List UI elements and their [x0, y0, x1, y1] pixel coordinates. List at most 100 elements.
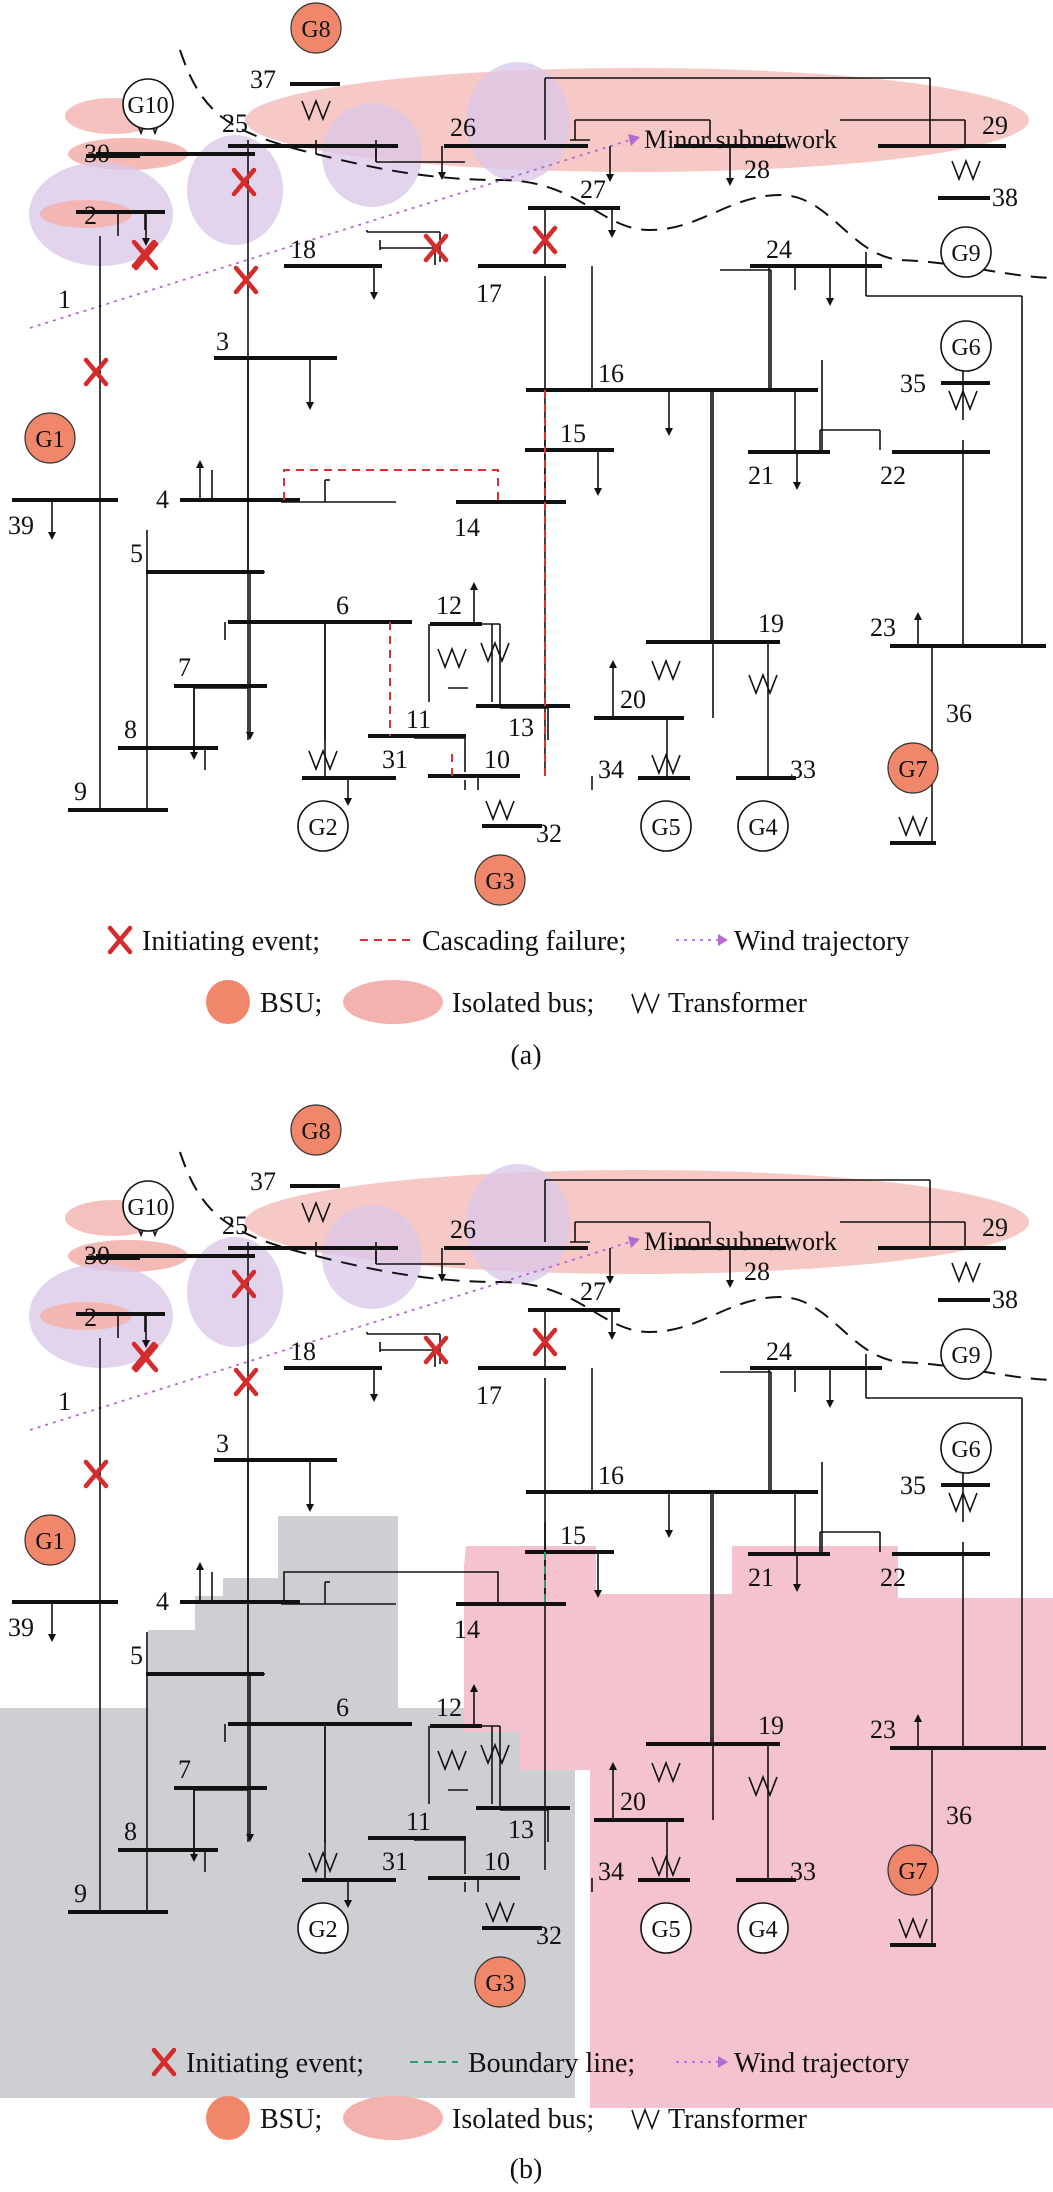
minor-subnetwork-label: Minor subnetwork [644, 125, 837, 154]
generator-circle [297, 800, 349, 852]
load-arrow-icon [196, 460, 204, 500]
generator-g4: G4 [737, 1902, 789, 1954]
arrow-head-icon [606, 174, 614, 182]
load-arrow-icon [344, 778, 352, 806]
legend-initiating-label: Initiating event; [142, 926, 320, 957]
bus-label-1: 1 [58, 285, 71, 314]
generator-label: G5 [651, 815, 680, 841]
generator-label: G2 [308, 815, 337, 841]
transformer-icon [748, 672, 778, 696]
bus-label-33: 33 [790, 755, 816, 784]
bus-label-32: 32 [536, 1921, 562, 1950]
transformer-icon [651, 1854, 681, 1878]
bus-label-17: 17 [476, 1381, 502, 1410]
load-arrow-icon [246, 572, 254, 740]
generator-circle [122, 1180, 174, 1232]
generator-label: G5 [651, 1917, 680, 1943]
arrow-head-icon [914, 1714, 922, 1722]
wind-trajectory [29, 1236, 640, 1431]
generator-circle [940, 1422, 992, 1474]
legend-bsu-label: BSU; [260, 2104, 322, 2135]
load-arrow-icon [609, 660, 617, 718]
generator-label: G9 [951, 241, 980, 267]
bus-label-12: 12 [436, 591, 462, 620]
wind-affected-zone [322, 1205, 422, 1309]
bus-label-37: 37 [250, 65, 276, 94]
bus-label-13: 13 [508, 1815, 534, 1844]
bus-label-15: 15 [560, 1521, 586, 1550]
generator-g2: G2 [297, 1902, 349, 1954]
bus-label-38: 38 [992, 183, 1018, 212]
load-arrow-icon [609, 1762, 617, 1820]
transformer-icon [651, 658, 681, 682]
bus-label-6: 6 [336, 591, 349, 620]
load-arrow-icon [826, 1368, 834, 1408]
bus-label-31: 31 [382, 1847, 408, 1876]
bus-label-2: 2 [84, 1303, 97, 1332]
bus-label-22: 22 [880, 1563, 906, 1592]
bus-label-5: 5 [130, 1641, 143, 1670]
load-arrow-icon [594, 450, 602, 496]
arrow-head-icon [609, 1762, 617, 1770]
arrow-head-icon [370, 292, 378, 300]
bus-label-39: 39 [8, 511, 34, 540]
bus-label-22: 22 [880, 461, 906, 490]
initiating-event-icon [131, 1341, 157, 1371]
initiating-event-icon [423, 233, 449, 263]
arrow-head-icon [344, 798, 352, 806]
transformer-icon [898, 814, 928, 838]
bus-label-10: 10 [484, 1847, 510, 1876]
generator-label: G4 [748, 815, 777, 841]
arrow-head-icon [594, 488, 602, 496]
bus-label-21: 21 [748, 461, 774, 490]
arrow-head-icon [190, 752, 198, 760]
initiating-event-icon [131, 239, 157, 269]
bus-label-27: 27 [580, 175, 606, 204]
bus-label-20: 20 [620, 1787, 646, 1816]
load-arrow-icon [344, 1880, 352, 1908]
x-stroke [233, 1367, 259, 1397]
bus-label-28: 28 [744, 1257, 770, 1286]
transformer-icon [651, 752, 681, 776]
generator-circle [640, 800, 692, 852]
bus-label-31: 31 [382, 745, 408, 774]
arrow-head-icon [608, 230, 616, 238]
generator-circle [940, 320, 992, 372]
generator-label: G1 [35, 1529, 64, 1555]
load-arrow-icon [608, 1310, 616, 1340]
generator-label: G8 [301, 1119, 330, 1145]
generator-circle [737, 1902, 789, 1954]
generator-label: G10 [127, 1195, 168, 1221]
bus-label-18: 18 [290, 235, 316, 264]
load-arrow-icon [665, 390, 673, 436]
load-arrow-icon [665, 1492, 673, 1538]
generator-label: G7 [898, 1859, 927, 1885]
arrow-head-icon [246, 1834, 254, 1842]
transformer-icon [898, 1916, 928, 1940]
bus-label-25: 25 [222, 1211, 248, 1240]
generator-g6: G6 [940, 1422, 992, 1474]
arrow-head-icon [142, 238, 150, 246]
region-gray [0, 1516, 575, 2098]
load-arrow-icon [726, 1248, 734, 1288]
wind-trajectory-icon [676, 934, 728, 946]
x-stroke [423, 233, 449, 263]
arrow-head-icon [190, 1854, 198, 1862]
generator-label: G9 [951, 1343, 980, 1369]
legend-boundary-label: Boundary line; [468, 2048, 635, 2079]
minor-subnetwork-label: Minor subnetwork [644, 1227, 837, 1256]
generator-circle [940, 226, 992, 278]
bus-label-27: 27 [580, 1277, 606, 1306]
generator-circle [887, 1844, 939, 1896]
bus-label-21: 21 [748, 1563, 774, 1592]
caption-a: (a) [510, 1040, 541, 1071]
bus-label-16: 16 [598, 359, 624, 388]
bus-label-13: 13 [508, 713, 534, 742]
caption-b: (b) [510, 2154, 543, 2185]
initiating-event-icon [83, 357, 109, 387]
arrow-head-icon [793, 1584, 801, 1592]
generator-g9: G9 [940, 226, 992, 278]
load-arrow-icon [246, 1674, 254, 1842]
arrow-head-icon [48, 1634, 56, 1642]
transformer-icon [948, 388, 978, 412]
